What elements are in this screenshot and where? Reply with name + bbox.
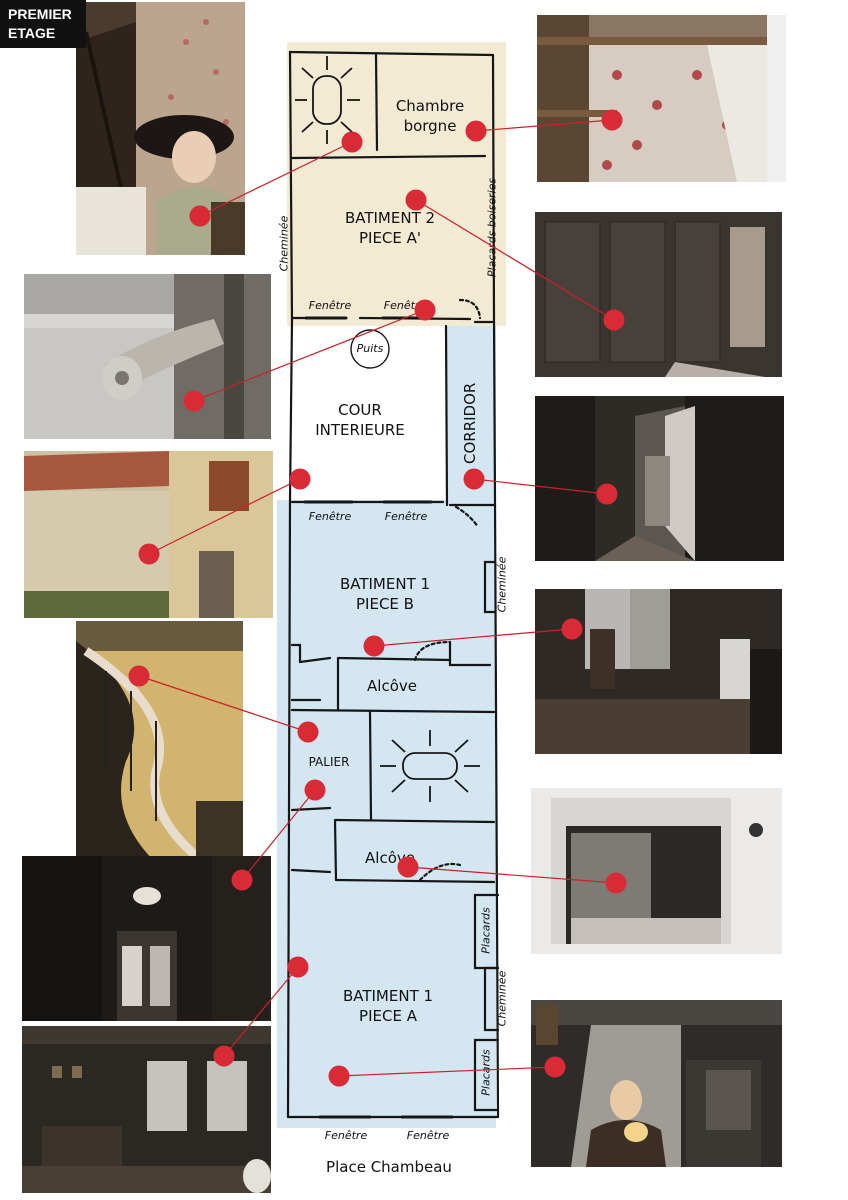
marker-10b[interactable]	[605, 872, 627, 894]
photo-corridor	[535, 396, 784, 561]
marker-9a[interactable]	[304, 779, 326, 801]
photo-palier	[22, 856, 271, 1021]
connector-5	[148, 478, 301, 555]
marker-2a[interactable]	[465, 120, 487, 142]
label-puits: Puits	[356, 342, 384, 355]
connector-8	[138, 675, 309, 733]
marker-5a[interactable]	[289, 468, 311, 490]
label-interieure: INTERIEURE	[315, 421, 405, 439]
label-piece-b: PIECE B	[356, 595, 414, 613]
marker-11b[interactable]	[213, 1045, 235, 1067]
connector-lines	[138, 119, 617, 1077]
marker-12a[interactable]	[328, 1065, 350, 1087]
label-fenetre-cour-1: Fenêtre	[308, 510, 352, 523]
connector-7	[373, 628, 573, 647]
markers	[128, 109, 627, 1087]
area-batiment-1	[277, 500, 496, 1128]
connector-11	[223, 966, 299, 1057]
marker-11a[interactable]	[287, 956, 309, 978]
label-cour: COUR	[338, 401, 382, 419]
photo-escalier	[76, 621, 243, 872]
connector-6	[473, 478, 608, 495]
connector-10	[407, 866, 617, 884]
floor-badge-line2: ETAGE	[8, 25, 56, 41]
label-fenetre-bottom-2: Fenêtre	[406, 1129, 450, 1142]
photo-window-latch	[24, 274, 271, 439]
marker-3b[interactable]	[603, 309, 625, 331]
label-place-chambeau: Place Chambeau	[326, 1158, 452, 1176]
marker-5b[interactable]	[138, 543, 160, 565]
area-batiment-2	[287, 42, 506, 326]
connector-2	[475, 119, 613, 132]
label-chambre-borgne-1: Chambre	[395, 97, 465, 115]
marker-6b[interactable]	[596, 483, 618, 505]
connector-12	[338, 1066, 556, 1077]
skylight-sun-1	[295, 56, 360, 144]
marker-7b[interactable]	[561, 618, 583, 640]
label-piece-a-prime: PIECE A'	[358, 229, 422, 247]
label-batiment-1-a: BATIMENT 1	[342, 987, 434, 1005]
marker-1b[interactable]	[189, 205, 211, 227]
connector-4	[193, 309, 426, 402]
marker-8a[interactable]	[128, 665, 150, 687]
marker-9b[interactable]	[231, 869, 253, 891]
label-chambre-borgne-2: borgne	[403, 117, 457, 135]
photo-chambre-borgne	[537, 15, 786, 182]
marker-3a[interactable]	[405, 189, 427, 211]
photo-piece-a-windows	[22, 1026, 271, 1193]
skylight-sun-2	[380, 730, 480, 802]
photo-piece-b	[535, 589, 782, 754]
label-batiment-1-b: BATIMENT 1	[339, 575, 431, 593]
label-batiment-2: BATIMENT 2	[344, 209, 436, 227]
label-piece-a: PIECE A	[359, 1007, 417, 1025]
label-fenetre-b2-1: Fenêtre	[308, 299, 352, 312]
label-fenetre-bottom-1: Fenêtre	[324, 1129, 368, 1142]
floor-badge: PREMIER ETAGE	[0, 0, 86, 48]
photo-piece-a-portrait	[531, 1000, 782, 1167]
marker-1a[interactable]	[341, 131, 363, 153]
label-palier: PALIER	[308, 755, 350, 769]
connector-9	[241, 789, 316, 881]
marker-4b[interactable]	[183, 390, 205, 412]
marker-12b[interactable]	[544, 1056, 566, 1078]
marker-10a[interactable]	[397, 856, 419, 878]
label-alcove-1: Alcôve	[367, 677, 417, 695]
label-fenetre-cour-2: Fenêtre	[384, 510, 428, 523]
marker-7a[interactable]	[363, 635, 385, 657]
floor-badge-line1: PREMIER	[8, 6, 72, 22]
photo-placards-boiseries	[535, 212, 782, 377]
marker-6a[interactable]	[463, 468, 485, 490]
photo-stair-portrait	[76, 2, 245, 255]
plan-walls	[286, 50, 500, 1119]
marker-2b[interactable]	[601, 109, 623, 131]
photo-alcove	[531, 788, 782, 954]
marker-8b[interactable]	[297, 721, 319, 743]
puits-circle	[350, 329, 390, 369]
marker-4a[interactable]	[414, 299, 436, 321]
connector-1	[199, 141, 353, 217]
connector-3	[415, 199, 615, 321]
photo-cour-interieure	[24, 451, 273, 618]
